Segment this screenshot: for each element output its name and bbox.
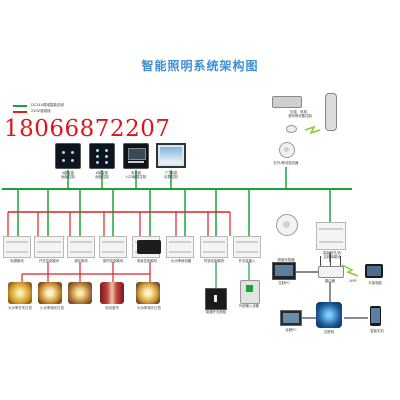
ir-label: 空调、电视、 音响等设备控制 <box>288 110 312 118</box>
bus-line-swatch <box>13 104 27 107</box>
smartphone-icon <box>370 306 381 326</box>
module-label-4: 窗帘控制模块 <box>102 259 124 263</box>
load-label-4: 大功率调光灯具 <box>137 306 161 310</box>
tablet-icon <box>365 264 383 278</box>
antenna-3 <box>340 256 341 266</box>
input-label-1: 普通开关面板 <box>205 310 227 314</box>
dimmable-lamp-icon <box>38 282 62 304</box>
small-sensor-icon <box>286 125 297 133</box>
ceiling-lamp-icon <box>68 282 92 304</box>
ir-controller-icon <box>272 96 302 108</box>
load-label-1: 大功率开关灯具 <box>8 306 32 310</box>
router-icon <box>318 266 344 278</box>
phone-label: 智能手机 <box>370 329 384 333</box>
legend-bus-label: DC24V弱电智能总线 <box>31 103 64 107</box>
lcd-panel[interactable] <box>123 143 149 169</box>
legend-power-label: 220V强电线 <box>31 109 51 113</box>
dimmer-module[interactable] <box>67 236 95 258</box>
input-module[interactable] <box>233 236 261 258</box>
external-device-icon <box>240 280 260 304</box>
laptop-icon <box>280 310 302 326</box>
presence-label: 红外/移动感应器 <box>273 161 299 165</box>
legend-power: 220V强电线 <box>13 109 51 114</box>
panel-label-3: 多功能 LCD触摸控制 <box>125 171 147 179</box>
touch-screen-panel[interactable] <box>156 143 186 168</box>
presence-sensor-icon <box>279 142 295 158</box>
module-label-1: 电源模块 <box>10 259 24 263</box>
panel-label-1: 4键智能 面板控制 <box>61 171 75 179</box>
curtain-module[interactable] <box>99 236 127 258</box>
module-label-2: 开关控制模块 <box>38 259 60 263</box>
remote-control-icon <box>325 93 337 131</box>
module-label-6: 大功率继电器 <box>170 259 192 263</box>
panel-label-2: 6键智能 面板控制 <box>95 171 109 179</box>
module-label-5: 场景控制模块 <box>136 259 158 263</box>
switch-module[interactable] <box>34 236 64 258</box>
phone-number: 18066872207 <box>4 116 171 142</box>
keypad-4-panel[interactable] <box>55 143 81 169</box>
router-label: 路由器 <box>324 279 336 283</box>
module-label-10: 智能网关/协 议转换模块 <box>322 251 342 259</box>
load-label-2: 小功率调光灯具 <box>40 306 64 310</box>
high-power-lamp-icon <box>136 282 160 304</box>
module-label-7: 时钟控制模块 <box>203 259 225 263</box>
legend-bus: DC24V弱电智能总线 <box>13 103 64 108</box>
power-module[interactable] <box>3 236 31 258</box>
module-label-3: 调光模块 <box>74 259 88 263</box>
antenna-2 <box>330 254 331 266</box>
panel-label-4: 7寸触摸 彩屏控制 <box>164 171 178 179</box>
input-label-2: 外部输入设备 <box>238 304 260 308</box>
antenna-1 <box>320 256 321 266</box>
lux-sensor-icon <box>276 214 298 236</box>
internet-label: 互联网 <box>323 330 335 334</box>
wall-switch-icon <box>205 288 227 310</box>
pc-label: 控制PC <box>278 281 290 285</box>
module-label-9: 照度传感器 <box>277 258 295 262</box>
relay-box-icon <box>137 240 161 254</box>
chandelier-icon <box>8 282 32 304</box>
module-label-8: 开关量输入 <box>238 259 256 263</box>
keypad-6-panel[interactable] <box>89 143 115 169</box>
diagram-title: 智能照明系统架构图 <box>141 59 259 73</box>
load-label-3: 电动窗帘 <box>105 306 119 310</box>
remote-pc-label: 远程PC <box>285 328 297 332</box>
relay-module[interactable] <box>166 236 194 258</box>
clock-module[interactable] <box>200 236 228 258</box>
monitor-icon <box>272 262 296 280</box>
power-line-swatch <box>13 110 27 113</box>
curtain-icon <box>100 282 124 304</box>
internet-globe-icon <box>316 302 342 328</box>
wifi-label: WIFI <box>349 279 357 283</box>
pad-label: 平板电脑 <box>368 281 382 285</box>
gateway-module[interactable] <box>316 222 346 250</box>
